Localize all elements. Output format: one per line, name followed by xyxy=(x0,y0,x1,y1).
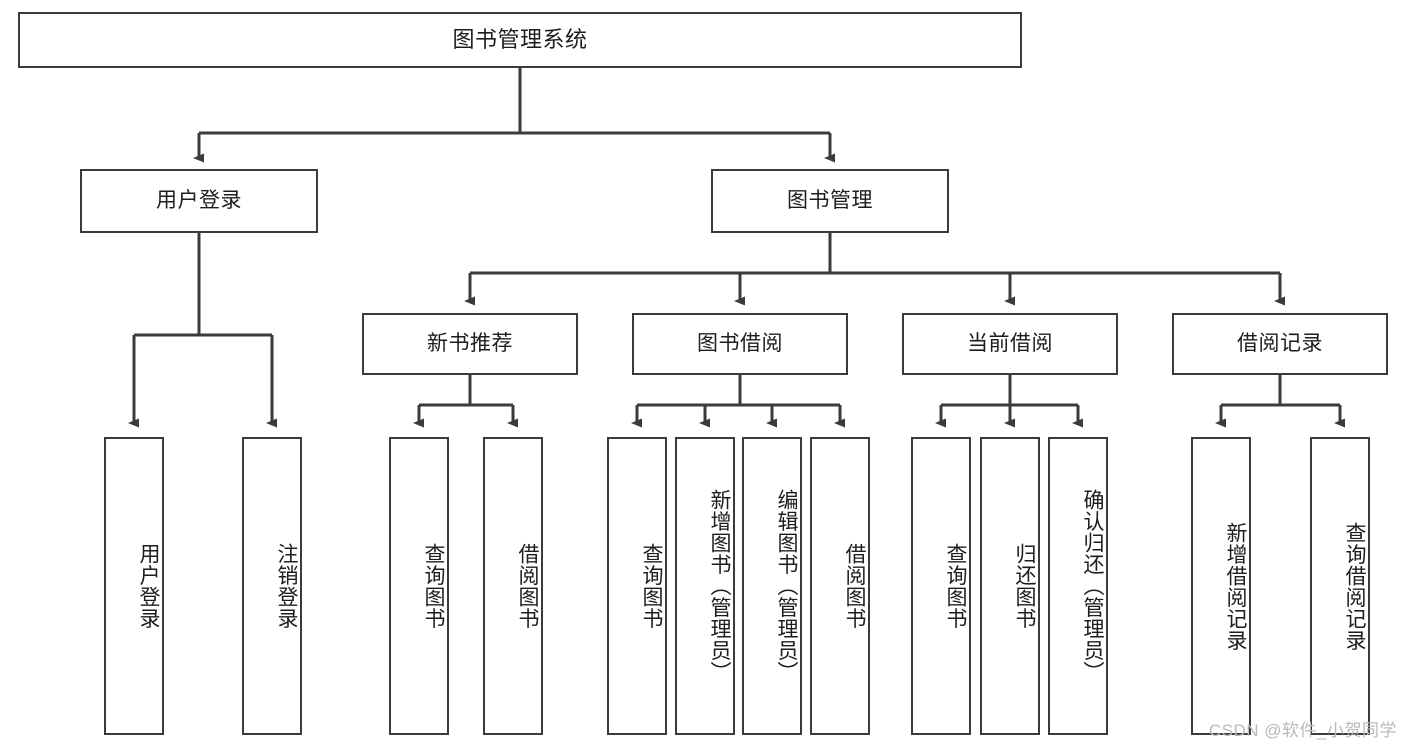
node-leaf-return-book-label: 归还图书 xyxy=(1013,543,1036,629)
node-leaf-query-record[interactable]: 查询借阅记录 xyxy=(1310,437,1370,735)
node-leaf-query-book-3-label: 查询图书 xyxy=(944,543,967,629)
node-leaf-user-login[interactable]: 用户登录 xyxy=(104,437,164,735)
node-book-manage-label: 图书管理 xyxy=(787,189,873,213)
node-current-borrow[interactable]: 当前借阅 xyxy=(902,313,1118,375)
node-leaf-edit-book-label: 编辑图书（管理员） xyxy=(775,489,798,683)
node-new-book-recommend[interactable]: 新书推荐 xyxy=(362,313,578,375)
node-leaf-query-book-1-label: 查询图书 xyxy=(422,543,445,629)
node-leaf-query-record-label: 查询借阅记录 xyxy=(1343,521,1366,651)
node-leaf-query-book-3[interactable]: 查询图书 xyxy=(911,437,971,735)
node-user-login[interactable]: 用户登录 xyxy=(80,169,318,233)
node-leaf-add-book[interactable]: 新增图书（管理员） xyxy=(675,437,735,735)
node-current-borrow-label: 当前借阅 xyxy=(967,332,1053,356)
node-leaf-query-book-1[interactable]: 查询图书 xyxy=(389,437,449,735)
node-leaf-return-book[interactable]: 归还图书 xyxy=(980,437,1040,735)
node-leaf-borrow-book-1-label: 借阅图书 xyxy=(516,543,539,629)
node-book-borrow[interactable]: 图书借阅 xyxy=(632,313,848,375)
node-leaf-borrow-book-2[interactable]: 借阅图书 xyxy=(810,437,870,735)
node-leaf-logout-login-label: 注销登录 xyxy=(275,543,298,629)
node-leaf-add-record-label: 新增借阅记录 xyxy=(1224,521,1247,651)
node-book-borrow-label: 图书借阅 xyxy=(697,332,783,356)
node-user-login-label: 用户登录 xyxy=(156,189,242,213)
node-leaf-logout-login[interactable]: 注销登录 xyxy=(242,437,302,735)
watermark: CSDN @软件_小贺同学 xyxy=(1208,721,1397,740)
node-leaf-query-book-2-label: 查询图书 xyxy=(640,543,663,629)
node-root-label: 图书管理系统 xyxy=(452,26,588,52)
node-book-manage[interactable]: 图书管理 xyxy=(711,169,949,233)
node-leaf-confirm-return-label: 确认归还（管理员） xyxy=(1081,489,1104,683)
node-borrow-record[interactable]: 借阅记录 xyxy=(1172,313,1388,375)
node-leaf-user-login-label: 用户登录 xyxy=(137,543,160,629)
node-root[interactable]: 图书管理系统 xyxy=(18,12,1022,68)
node-leaf-query-book-2[interactable]: 查询图书 xyxy=(607,437,667,735)
node-leaf-borrow-book-2-label: 借阅图书 xyxy=(843,543,866,629)
node-leaf-edit-book[interactable]: 编辑图书（管理员） xyxy=(742,437,802,735)
node-leaf-confirm-return[interactable]: 确认归还（管理员） xyxy=(1048,437,1108,735)
node-leaf-add-record[interactable]: 新增借阅记录 xyxy=(1191,437,1251,735)
node-borrow-record-label: 借阅记录 xyxy=(1237,332,1323,356)
node-leaf-add-book-label: 新增图书（管理员） xyxy=(708,489,731,683)
node-new-book-recommend-label: 新书推荐 xyxy=(427,332,513,356)
node-leaf-borrow-book-1[interactable]: 借阅图书 xyxy=(483,437,543,735)
